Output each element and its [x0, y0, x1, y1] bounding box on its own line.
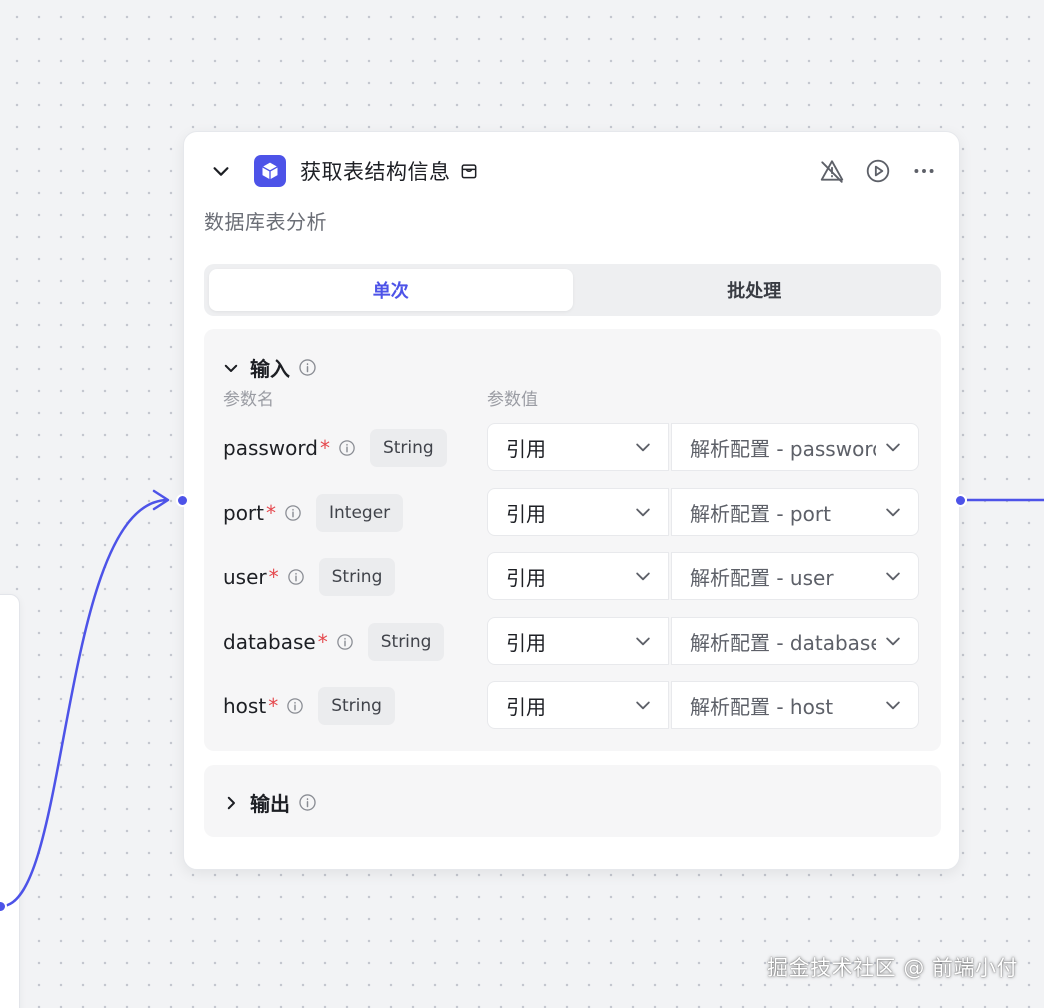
param-name: user — [223, 565, 267, 589]
tab-single[interactable]: 单次 — [209, 269, 573, 311]
info-icon[interactable] — [284, 504, 302, 522]
reference-value-label: 解析配置 - database — [690, 630, 876, 655]
chevron-down-icon — [632, 695, 654, 715]
chevron-down-icon — [882, 631, 904, 651]
value-mode-select[interactable]: 引用 — [487, 552, 669, 600]
incoming-edge-arrow — [152, 489, 170, 511]
param-type-tag: Integer — [316, 494, 404, 532]
tab-batch[interactable]: 批处理 — [727, 281, 782, 302]
chevron-right-icon — [227, 796, 235, 809]
param-type-tag: String — [318, 558, 396, 596]
required-mark: * — [268, 565, 279, 589]
value-mode-select[interactable]: 引用 — [487, 617, 669, 665]
watermark: 掘金技术社区 @ 前端小付 — [767, 956, 1018, 980]
required-mark: * — [317, 630, 328, 654]
param-type-tag: String — [369, 429, 447, 467]
run-button[interactable] — [861, 154, 895, 188]
input-section: 输入 参数名 参数值 password* String 引用 解析配置 - — [204, 329, 941, 751]
node-title[interactable]: 获取表结构信息 — [300, 160, 451, 184]
info-icon[interactable] — [298, 358, 317, 377]
chevron-down-icon — [632, 502, 654, 522]
value-mode-select[interactable]: 引用 — [487, 681, 669, 729]
param-name-column-header: 参数名 — [223, 390, 274, 410]
required-mark: * — [266, 501, 276, 525]
node-description: 数据库表分析 — [204, 210, 327, 234]
reference-value-select[interactable]: 解析配置 - database — [671, 617, 919, 665]
chevron-down-icon — [224, 364, 238, 372]
input-port[interactable] — [176, 494, 189, 507]
value-mode-label: 引用 — [506, 436, 546, 461]
output-section-title: 输出 — [250, 792, 290, 816]
reference-value-select[interactable]: 解析配置 - password — [671, 423, 919, 471]
param-name: host — [223, 694, 267, 718]
reference-value-select[interactable]: 解析配置 - host — [671, 681, 919, 729]
value-mode-label: 引用 — [506, 694, 546, 719]
info-icon[interactable] — [336, 633, 354, 651]
reference-value-label: 解析配置 - user — [690, 565, 834, 590]
node-card[interactable]: 获取表结构信息 — [176, 131, 967, 870]
node-header: 获取表结构信息 — [204, 152, 941, 190]
mode-tabs: 单次 批处理 — [204, 264, 941, 316]
required-mark: * — [268, 694, 279, 718]
store-icon[interactable] — [459, 161, 479, 181]
reference-value-label: 解析配置 - host — [690, 694, 834, 719]
output-section-header[interactable]: 输出 — [222, 788, 317, 817]
chevron-down-icon — [882, 502, 904, 522]
input-section-header[interactable]: 输入 — [222, 353, 317, 382]
chevron-down-icon — [632, 631, 654, 651]
param-type-tag: String — [318, 687, 395, 725]
output-port[interactable] — [954, 494, 967, 507]
info-icon[interactable] — [338, 439, 356, 457]
reference-value-select[interactable]: 解析配置 - user — [671, 552, 919, 600]
info-icon[interactable] — [286, 697, 304, 715]
play-circle-icon — [866, 159, 890, 183]
alert-off-button[interactable] — [815, 154, 849, 188]
reference-value-select[interactable]: 解析配置 - port — [671, 488, 919, 536]
chevron-down-icon — [213, 167, 229, 176]
value-mode-select[interactable]: 引用 — [487, 423, 669, 471]
collapse-toggle[interactable] — [204, 154, 238, 188]
more-icon — [914, 169, 934, 173]
param-value-column-header: 参数值 — [487, 390, 538, 410]
input-section-title: 输入 — [250, 357, 290, 381]
param-row-user: user* String 引用 解析配置 - user — [223, 552, 923, 602]
chevron-down-icon — [632, 566, 654, 586]
info-icon[interactable] — [287, 568, 305, 586]
incoming-edge — [1, 498, 169, 908]
param-name: port — [223, 501, 264, 525]
value-mode-select[interactable]: 引用 — [487, 488, 669, 536]
chevron-down-icon — [882, 566, 904, 586]
required-mark: * — [319, 436, 330, 460]
info-icon[interactable] — [298, 793, 317, 812]
chevron-down-icon — [632, 437, 654, 457]
param-name: database — [223, 630, 316, 654]
left-node-output-port[interactable] — [0, 900, 7, 913]
chevron-down-icon — [882, 437, 904, 457]
param-type-tag: String — [367, 623, 445, 661]
value-mode-label: 引用 — [506, 565, 546, 590]
output-section: 输出 — [204, 765, 941, 837]
value-mode-label: 引用 — [506, 630, 546, 655]
value-mode-label: 引用 — [506, 501, 546, 526]
param-row-host: host* String 引用 解析配置 - host — [223, 681, 923, 731]
cube-icon — [254, 155, 286, 187]
chevron-down-icon — [882, 695, 904, 715]
reference-value-label: 解析配置 - port — [690, 501, 831, 526]
param-row-port: port* Integer 引用 解析配置 - port — [223, 488, 923, 538]
reference-value-label: 解析配置 - password — [690, 436, 876, 461]
more-button[interactable] — [907, 154, 941, 188]
param-row-database: database* String 引用 解析配置 - database — [223, 617, 923, 667]
param-row-password: password* String 引用 解析配置 - password — [223, 423, 923, 473]
alert-off-icon — [820, 160, 844, 183]
param-name: password — [223, 436, 318, 460]
